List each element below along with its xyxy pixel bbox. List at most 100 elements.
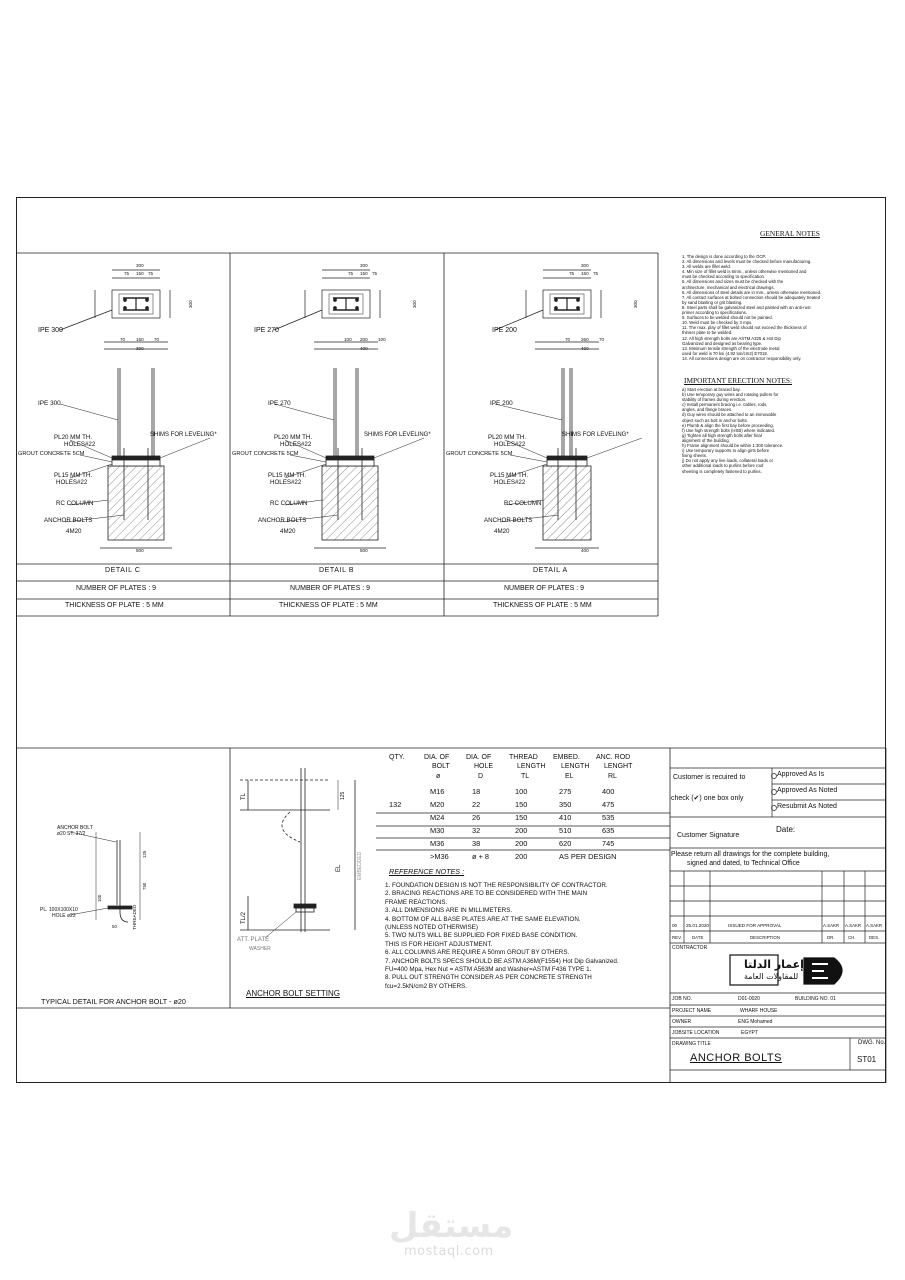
table-cell: M36 [430,839,445,848]
table-cell: >M36 [430,852,449,861]
tb-dwg-no: ST01 [857,1055,877,1064]
tb-customer-required: Customer is recuired to [673,774,746,781]
detail-anchor: ANCHOR BOLTS [44,517,93,524]
table-cell: 132 [389,800,402,809]
erection-note-item: h) Frame alignment should be within 1:30… [682,443,784,449]
tb-approved: Approved As Is [777,771,825,778]
detail-plan-section: IPE 200 [492,327,517,334]
tb-drawing-title: ANCHOR BOLTS [690,1052,782,1064]
detail-dim-sub: 75 [372,271,378,276]
tb-rev-h-rev: REV. [672,935,682,940]
table-cell: 200 [515,826,528,835]
reference-note-item: 2. BRACING REACTIONS ARE TO BE CONSIDERE… [385,890,588,898]
general-note-item: 10. Weld must be checked by 3 mps. [682,320,753,326]
table-cell: 410 [559,813,572,822]
tb-rev-no: 00 [672,923,678,928]
detail-dim-sub-b: 260 [581,337,589,342]
general-note-item: architecture, mechanical and electrical … [682,284,775,290]
tb-logo-ar: إعمار الدلتا [744,958,804,971]
erection-note-item: fixing sheets. [682,453,708,459]
detail-plates: NUMBER OF PLATES : 9 [504,585,584,592]
detail-dim-sub: 75 [148,271,154,276]
typical-anchor-spec: ø20 ST. 37/2 [57,831,86,837]
detail-dim-sub: 150 [581,271,589,276]
tb-owner: ENG Mohamed [738,1019,773,1025]
general-note-item: thinner plate to be welded. [682,330,733,336]
reference-note-item: 3. ALL DIMENSIONS ARE IN MILLIMETERS. [385,907,513,915]
detail-elev-section: IPE 300 [38,400,61,407]
table-cell: M16 [430,787,445,796]
detail-holes: HOLES#22 [280,441,312,448]
detail-plan-section: IPE 270 [254,327,279,334]
table-header: QTY. [389,754,405,761]
detail-dim-side: 300 [412,300,417,308]
reference-note-item: (UNLESS NOTED OTHERWISE) [385,924,478,932]
table-cell: 475 [602,800,615,809]
detail-pl-bot: PL15 MM TH. [54,472,93,479]
setting-caption: ANCHOR BOLT SETTING [246,989,340,998]
erection-note-item: g) Tighten all high strength bolts after… [682,432,762,438]
detail-dim-sub: 150 [136,271,144,276]
detail-qty: 4M20 [494,528,510,535]
tb-dwg-no-label: DWG. No. [858,1040,886,1046]
table-subheader: TL [521,773,530,780]
reference-note-item: 1. FOUNDATION DESIGN IS NOT THE RESPONSI… [385,882,608,889]
detail-holes: HOLES#22 [64,441,96,448]
reference-note-item: fcu=2.5kN/cm2 BY OTHERS. [385,982,467,990]
detail-label: DETAIL B [319,567,355,574]
detail-shims: SHIMS FOR LEVELING* [562,432,629,438]
general-note-item: 2. All dimensions and levels must be che… [682,259,812,265]
typical-dim-2: 750 [142,882,147,890]
detail-dim-b: 300 [136,346,144,351]
general-note-item: 5. All dimensions and sizes must be chec… [682,279,784,285]
detail-rc: RC COLUMN [270,500,308,507]
table-cell: 26 [472,813,481,822]
general-note-item: 4. Min size of fillet weld is 6mm., unle… [682,269,807,275]
tb-date: Date: [776,825,796,834]
general-note-item: by sand blasting or grit blasting. [682,299,743,305]
general-note-item: primer according to specifications. [682,310,747,316]
detail-dim-sub-b: 70 [565,337,571,342]
detail-qty: 4M20 [66,528,82,535]
detail-holes: HOLES#22 [494,441,526,448]
detail-pl-top: PL20 MM TH. [54,434,93,441]
table-cell: 32 [472,826,481,835]
table-subheader: D [478,773,484,780]
detail-rc: RC COLUMN [504,500,542,507]
table-cell: M24 [430,813,445,822]
detail-grout: GROUT CONCRETE 5CM [446,451,513,457]
table-cell: 635 [602,826,615,835]
table-cell: 275 [559,787,572,796]
table-cell: 200 [515,852,528,861]
setting-el: EL [336,864,342,872]
detail-dim-sub-b: 100 [344,337,352,342]
table-cell: M20 [430,800,445,809]
tb-resubmit: Resubmit As Noted [777,803,837,810]
typical-dim-3: 100 [97,894,102,902]
erection-note-item: j) Do not apply any live loads, collater… [682,458,773,464]
table-header: DIA. OF [424,754,450,761]
detail-dim-sub: 150 [360,271,368,276]
typical-plate-label: PL. 100X100X10 [40,907,78,913]
erection-note-item: f) Use high strength bolts (HSB) where i… [682,427,776,433]
detail-plates: NUMBER OF PLATES : 9 [290,585,370,592]
setting-tl: TL [241,792,247,800]
detail-dim-top: 300 [136,263,144,268]
detail-dim-b: 400 [360,346,368,351]
reference-note-item: 4. BOTTOM OF ALL BASE PLATES ARE AT THE … [385,915,581,923]
tb-approved-noted: Approved As Noted [777,787,838,794]
erection-note-item: i) Use temporary supports to align girts… [682,448,770,454]
general-note-item: 1. The design is done according to the O… [682,254,766,259]
tb-rev-h-desc: DESCRIPTION [750,935,781,940]
tb-rev-by-3: A.SAKR [866,923,883,928]
detail-dim-side: 300 [633,300,638,308]
detail-thickness: THICKNESS OF PLATE : 5 MM [493,602,592,609]
typical-threaded-label: THREADED [132,904,137,930]
watermark-url: mostaql.com [404,1244,494,1259]
reference-note-item: FRAME REACTIONS. [385,898,448,906]
detail-dim-sub-b: 70 [120,337,126,342]
detail-dim-sub-b: 200 [360,337,368,342]
erection-note-item: object such as bolt in anchor bolts. [682,417,748,423]
tb-rev-h-ch: CH. [848,935,856,940]
erection-note-item: sheeting is completely fastened to purli… [682,468,762,474]
